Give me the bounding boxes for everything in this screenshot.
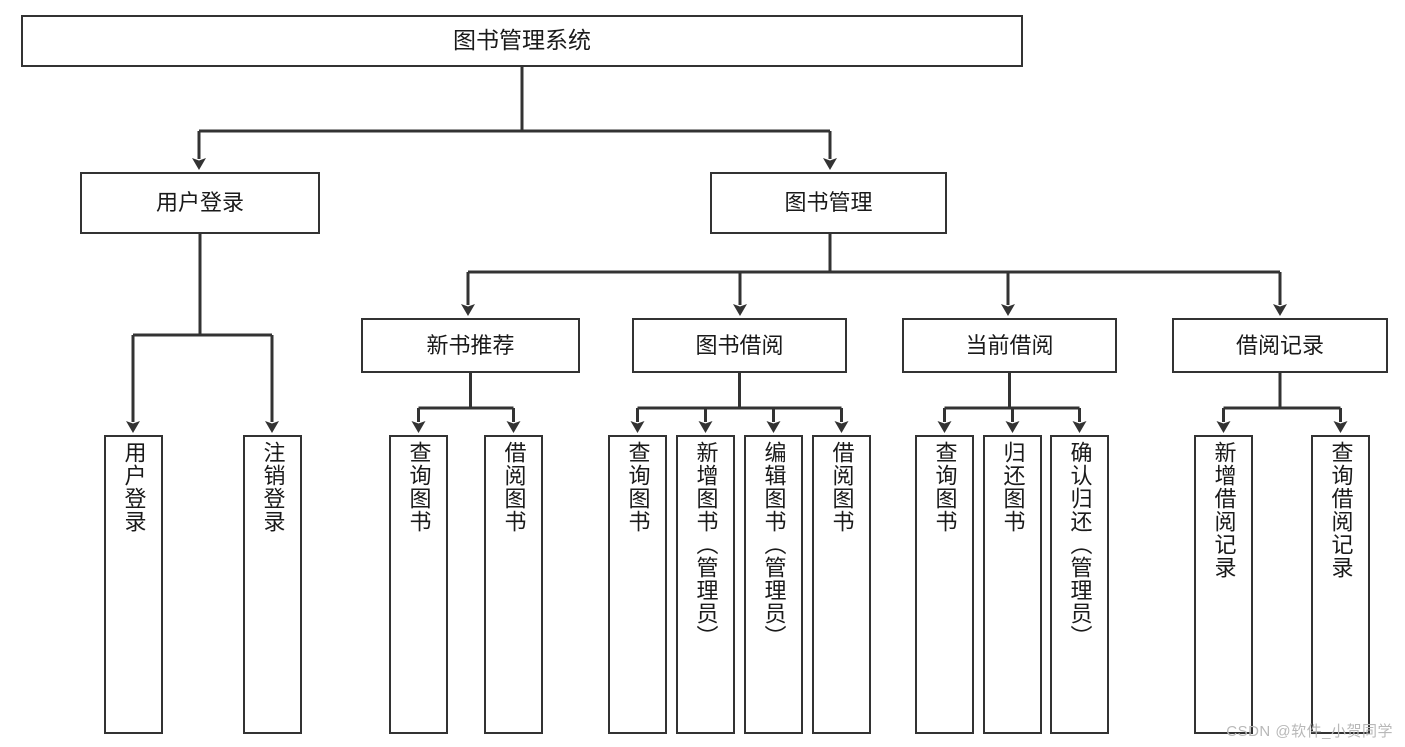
node-label: 当前借阅 [965,332,1054,358]
node-label: 借阅记录 [1235,332,1324,358]
node-label: 用户登录 [121,441,147,533]
node-leaf-add-borrow-record[interactable]: 新增借阅记录 [1194,435,1253,734]
node-leaf-user-login[interactable]: 用户登录 [104,435,163,734]
node-label: 借阅图书 [501,441,527,533]
node-label: 查询图书 [932,441,958,533]
node-user-login[interactable]: 用户登录 [80,172,320,234]
node-label: 用户登录 [155,190,244,216]
node-book-management[interactable]: 图书管理 [710,172,947,234]
node-leaf-query-book-borrow[interactable]: 查询图书 [608,435,667,734]
node-label: 归还图书 [1000,441,1026,533]
node-label: 查询借阅记录 [1328,441,1354,579]
node-label: 图书管理 [784,190,873,216]
node-label: 新增借阅记录 [1211,441,1237,579]
node-leaf-add-book[interactable]: 新增图书（管理员） [676,435,735,734]
node-label: 图书管理系统 [453,27,591,54]
node-label: 新增图书（管理员） [693,441,719,648]
node-label: 新书推荐 [426,332,515,358]
node-borrow-record[interactable]: 借阅记录 [1172,318,1388,373]
node-label: 借阅图书 [829,441,855,533]
node-leaf-return-book[interactable]: 归还图书 [983,435,1042,734]
node-label: 注销登录 [260,441,286,533]
node-label: 查询图书 [625,441,651,533]
node-current-borrow[interactable]: 当前借阅 [902,318,1117,373]
node-leaf-query-book-recommend[interactable]: 查询图书 [389,435,448,734]
node-leaf-borrow-book[interactable]: 借阅图书 [812,435,871,734]
node-label: 编辑图书（管理员） [761,441,787,648]
node-label: 确认归还（管理员） [1067,441,1093,648]
node-label: 图书借阅 [695,332,784,358]
node-leaf-query-borrow-record[interactable]: 查询借阅记录 [1311,435,1370,734]
node-book-borrow[interactable]: 图书借阅 [632,318,847,373]
node-new-book-recommend[interactable]: 新书推荐 [361,318,580,373]
node-leaf-edit-book[interactable]: 编辑图书（管理员） [744,435,803,734]
node-root-book-management-system[interactable]: 图书管理系统 [21,15,1023,67]
node-leaf-logout[interactable]: 注销登录 [243,435,302,734]
node-label: 查询图书 [406,441,432,533]
node-leaf-query-book-current[interactable]: 查询图书 [915,435,974,734]
node-leaf-borrow-book-recommend[interactable]: 借阅图书 [484,435,543,734]
node-leaf-confirm-return[interactable]: 确认归还（管理员） [1050,435,1109,734]
